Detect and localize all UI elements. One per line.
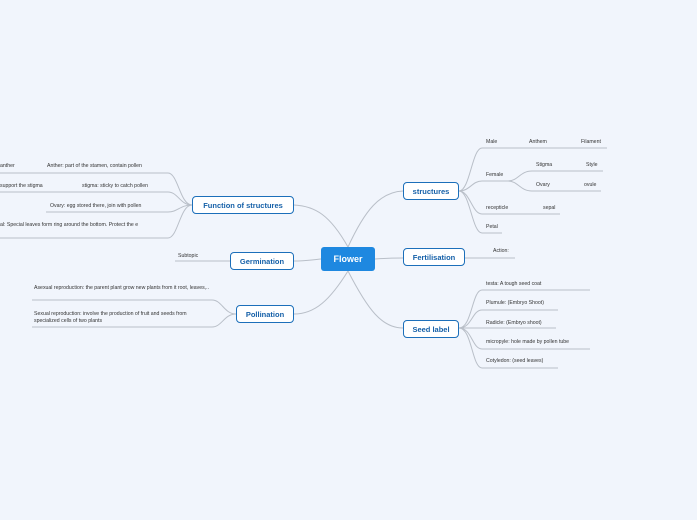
subtopic-receptacle[interactable]: recepticle	[486, 205, 509, 211]
topic-germination[interactable]: Germination	[230, 252, 294, 270]
topic-fertilisation[interactable]: Fertilisation	[403, 248, 465, 266]
subtopic-filament[interactable]: Filament	[581, 139, 601, 145]
subtopic-stigma[interactable]: Stigma	[536, 162, 553, 168]
central-topic[interactable]: Flower	[321, 247, 375, 271]
topic-seed-label[interactable]: Seed label	[403, 320, 459, 338]
pollination-sexual[interactable]: Sexual reproduction: involve the product…	[34, 311, 187, 324]
topic-pollination[interactable]: Pollination	[236, 305, 294, 323]
topic-structures[interactable]: structures	[403, 182, 459, 200]
subtopic-female[interactable]: Female	[486, 172, 504, 178]
subtopic-ovule[interactable]: ovule	[584, 182, 597, 188]
pollination-asexual[interactable]: Asexual reproduction: the parent plant g…	[34, 285, 210, 291]
function-stigma[interactable]: stigma: sticky to catch pollen	[82, 183, 149, 189]
seed-item-radicle[interactable]: Radicle: (Embryo shoot)	[486, 320, 542, 326]
subtopic-petal[interactable]: Petal	[486, 224, 498, 230]
function-anther-left[interactable]: anther	[0, 163, 15, 169]
germination-subtopic[interactable]: Subtopic	[178, 253, 199, 259]
seed-item-plumule[interactable]: Plumule: (Embryo Shoot)	[486, 300, 544, 306]
seed-item-micropyle[interactable]: micropyle: hole made by pollen tube	[486, 339, 570, 345]
seed-item-cotyledon[interactable]: Cotyledon: (seed leaves)	[486, 358, 544, 364]
function-anther[interactable]: Anther: part of the stamen, contain poll…	[47, 163, 142, 169]
subtopic-action[interactable]: Action:	[493, 248, 509, 254]
function-stigma-left[interactable]: support the stigma	[0, 183, 43, 189]
subtopic-style[interactable]: Style	[586, 162, 598, 168]
subtopic-ovary[interactable]: Ovary	[536, 182, 550, 188]
subtopic-anthem[interactable]: Anthem	[529, 139, 547, 145]
function-ovary[interactable]: Ovary: egg stored there, join with polle…	[50, 203, 142, 209]
topic-function-of-structures[interactable]: Function of structures	[192, 196, 294, 214]
subtopic-male[interactable]: Male	[486, 139, 498, 145]
seed-item-testa[interactable]: testa: A tough seed coat	[486, 281, 542, 287]
subtopic-sepal[interactable]: sepal	[543, 205, 556, 211]
function-petal[interactable]: al: Special leaves form ring around the …	[0, 222, 139, 228]
